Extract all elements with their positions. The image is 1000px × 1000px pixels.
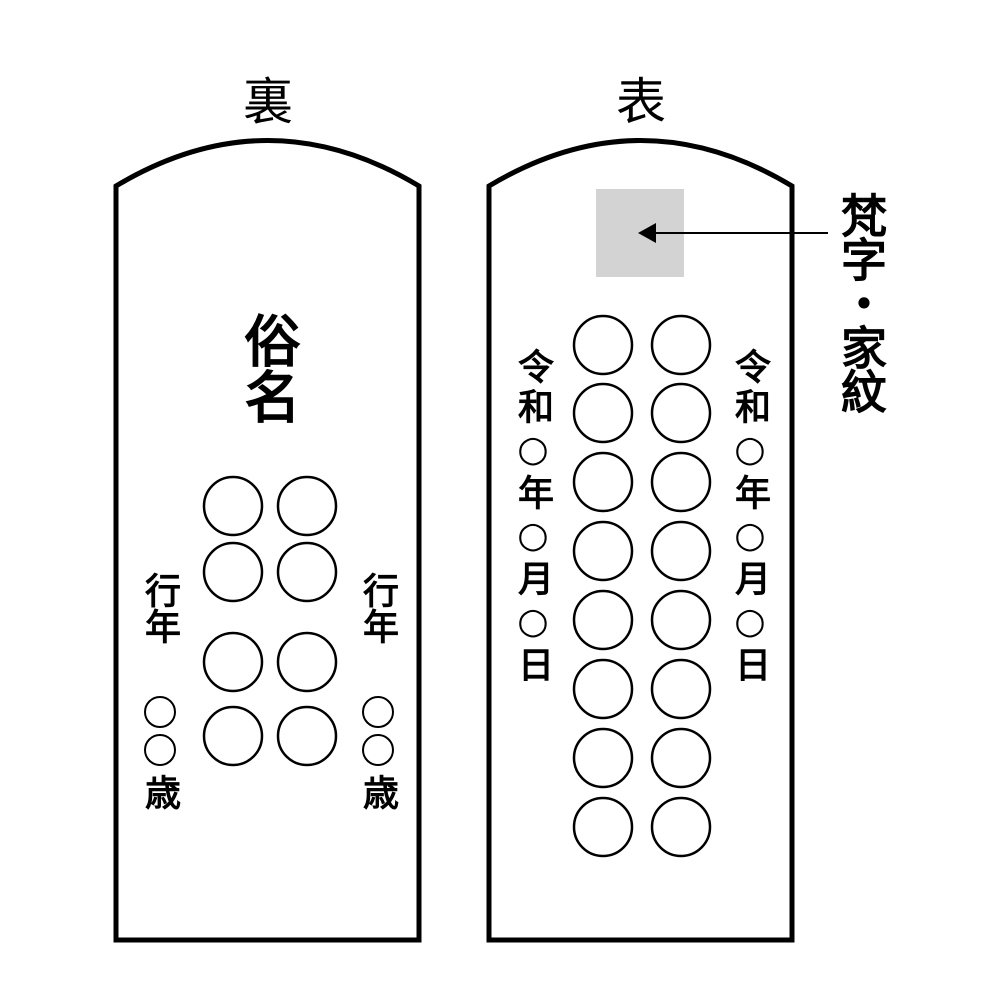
age-label-right: 行年 <box>357 572 399 644</box>
back-name-circles <box>202 475 338 767</box>
name-placeholder-circle <box>572 451 634 513</box>
name-placeholder-circle <box>202 631 264 693</box>
name-placeholder-circle <box>650 451 712 513</box>
name-placeholder-circle <box>276 705 338 767</box>
age-label-left: 行年 <box>139 572 181 644</box>
name-placeholder-circle <box>650 589 712 651</box>
name-placeholder-circle <box>202 705 264 767</box>
name-placeholder-circle <box>650 658 712 720</box>
name-placeholder-circle <box>202 541 264 603</box>
name-placeholder-circle <box>650 314 712 376</box>
name-placeholder-circle <box>572 520 634 582</box>
name-placeholder-circle <box>276 475 338 537</box>
age-circle <box>144 734 176 766</box>
name-placeholder-circle <box>276 541 338 603</box>
age-circles <box>144 696 394 766</box>
age-suffix-left: 歳 <box>139 774 181 810</box>
name-placeholder-circle <box>650 727 712 789</box>
back-title: 裏 <box>243 73 293 131</box>
name-placeholder-circle <box>202 475 264 537</box>
name-placeholder-circle <box>572 796 634 858</box>
name-placeholder-circle <box>572 382 634 444</box>
name-placeholder-circle <box>650 520 712 582</box>
name-placeholder-circle <box>572 658 634 720</box>
front-title: 表 <box>616 73 666 131</box>
age-circle <box>144 696 176 728</box>
back-tablet-outline <box>113 138 422 943</box>
callout-label-sanskrit-crest: 梵字・家紋 <box>834 192 888 412</box>
name-placeholder-circle <box>572 314 634 376</box>
death-date-left: 令和○年○月○日 <box>512 348 554 686</box>
name-placeholder-circle <box>572 589 634 651</box>
death-date-right: 令和○年○月○日 <box>729 348 771 686</box>
age-circle <box>362 696 394 728</box>
name-placeholder-circle <box>572 727 634 789</box>
front-tablet-outline <box>486 138 795 943</box>
name-placeholder-circle <box>650 382 712 444</box>
callout-arrowhead-icon <box>638 223 656 243</box>
age-circle <box>362 734 394 766</box>
secular-name-label: 俗名 <box>235 312 301 424</box>
name-placeholder-circle <box>276 631 338 693</box>
age-suffix-right: 歳 <box>357 774 399 810</box>
front-name-circles <box>572 314 712 858</box>
name-placeholder-circle <box>650 796 712 858</box>
